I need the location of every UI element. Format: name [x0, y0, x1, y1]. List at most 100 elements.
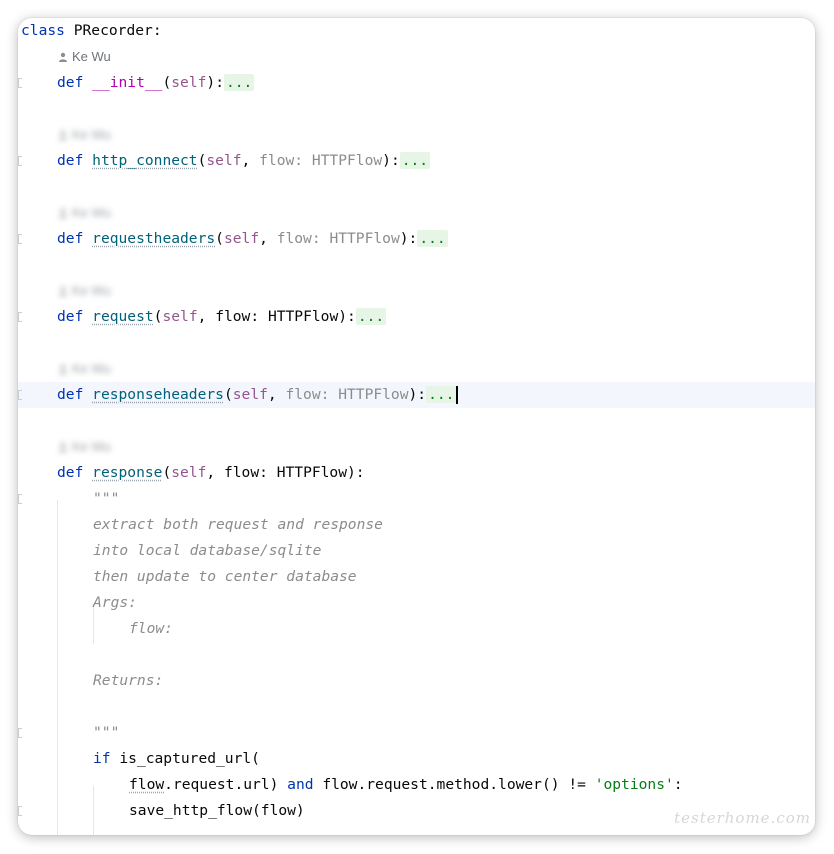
folded-region[interactable]: ... [223, 74, 255, 91]
punct: , [267, 386, 286, 403]
docstring-returns[interactable]: Returns: [93, 672, 164, 689]
watermark: testerhome.com [674, 809, 811, 827]
punct: ): [408, 386, 427, 403]
punct: ): [338, 308, 356, 325]
author-name: Ke Wu [72, 205, 111, 220]
docstring-line[interactable]: into local database/sqlite [93, 542, 322, 559]
code-line-def-response[interactable]: def response(self, flow: HTTPFlow): [18, 460, 815, 486]
docstring-close[interactable]: """ [93, 724, 120, 741]
indent-guide [57, 500, 58, 835]
author-name: Ke Wu [72, 361, 111, 376]
person-icon [59, 286, 67, 296]
keyword: def [57, 230, 84, 247]
method-name: responseheaders [92, 386, 224, 403]
code-editor[interactable]: class PRecorder: Ke Wu def __init__(self… [18, 18, 815, 835]
punct: ( [223, 386, 233, 403]
param-type: HTTPFlow [338, 386, 409, 403]
code-line-class[interactable]: class PRecorder: [18, 18, 815, 44]
code-line-call[interactable]: save_http_flow(flow) [129, 802, 305, 819]
docstring-flow[interactable]: flow: [129, 620, 173, 637]
param-name: flow [223, 464, 260, 481]
fold-marker[interactable] [18, 156, 22, 166]
fold-marker[interactable] [18, 78, 22, 88]
identifier: flow [129, 776, 165, 793]
punct: : [673, 776, 683, 793]
class-name: PRecorder [73, 22, 153, 39]
fold-marker[interactable] [18, 234, 22, 244]
keyword: if [93, 750, 111, 767]
self-param: self [232, 386, 268, 403]
method-name: requestheaders [92, 230, 216, 247]
person-icon [59, 208, 67, 218]
fold-marker[interactable] [18, 494, 22, 504]
param-name: flow [259, 152, 295, 169]
punct: ( [153, 308, 163, 325]
author-hint[interactable]: Ke Wu [58, 44, 111, 70]
person-icon [59, 52, 67, 62]
docstring-args[interactable]: Args: [93, 594, 137, 611]
docstring-line[interactable]: then update to center database [93, 568, 357, 585]
string-literal: 'options' [594, 776, 674, 793]
keyword: class [21, 22, 65, 39]
code-line-condition[interactable]: flow.request.url) and flow.request.metho… [18, 772, 815, 798]
punct: : [311, 230, 330, 247]
param-name: flow [215, 308, 251, 325]
self-param: self [206, 152, 242, 169]
method-name: http_connect [92, 152, 198, 169]
punct: ( [197, 152, 207, 169]
fold-marker[interactable] [18, 312, 22, 322]
punct: ( [215, 230, 224, 247]
author-hint[interactable]: Ke Wu [58, 122, 111, 148]
method-name: request [92, 308, 154, 325]
keyword: def [57, 386, 84, 403]
method-name: __init__ [92, 74, 163, 91]
person-icon [59, 364, 67, 374]
punct: ): [382, 152, 400, 169]
punct: : [294, 152, 312, 169]
punct: ( [162, 74, 172, 91]
fold-marker[interactable] [18, 728, 22, 738]
folded-region[interactable]: ... [355, 308, 387, 325]
code-line-def-responseheaders[interactable]: def responseheaders(self, flow: HTTPFlow… [18, 382, 815, 408]
author-hint[interactable]: Ke Wu [58, 356, 111, 382]
punct: , [241, 152, 260, 169]
code-text: .request.url) [164, 776, 288, 793]
punct: : [250, 308, 268, 325]
param-type: HTTPFlow [276, 464, 348, 481]
keyword: def [57, 152, 84, 169]
fold-marker[interactable] [18, 390, 22, 400]
docstring-line[interactable]: extract both request and response [93, 516, 383, 533]
param-name: flow [285, 386, 321, 403]
author-name: Ke Wu [72, 127, 111, 142]
text-caret [456, 386, 459, 404]
indent-guide [93, 786, 94, 835]
author-hint[interactable]: Ke Wu [58, 278, 111, 304]
fold-marker[interactable] [18, 806, 22, 816]
folded-region[interactable]: ... [417, 230, 448, 247]
keyword: def [57, 464, 84, 481]
punct: , [206, 464, 224, 481]
code-line-if[interactable]: if is_captured_url( [18, 746, 815, 772]
author-hint[interactable]: Ke Wu [58, 200, 111, 226]
function-call: is_captured_url( [119, 750, 260, 767]
code-line-def-requestheaders[interactable]: def requestheaders(self, flow: HTTPFlow)… [18, 226, 815, 252]
self-param: self [171, 74, 207, 91]
folded-region[interactable]: ... [399, 152, 431, 169]
code-line-def-init[interactable]: def __init__(self):... [18, 70, 815, 96]
param-type: HTTPFlow [329, 230, 400, 247]
punct: ): [206, 74, 224, 91]
author-hint[interactable]: Ke Wu [58, 434, 111, 460]
punct: ): [347, 464, 365, 481]
self-param: self [162, 308, 198, 325]
keyword: def [57, 74, 84, 91]
punct: , [259, 230, 277, 247]
punct: : [152, 22, 162, 39]
docstring-open[interactable]: """ [93, 490, 120, 507]
code-line-def-http-connect[interactable]: def http_connect(self, flow: HTTPFlow):.… [18, 148, 815, 174]
author-name: Ke Wu [72, 49, 111, 64]
self-param: self [171, 464, 207, 481]
punct: : [259, 464, 277, 481]
code-line-def-request[interactable]: def request(self, flow: HTTPFlow):... [18, 304, 815, 330]
folded-region[interactable]: ... [426, 386, 457, 403]
person-icon [59, 130, 67, 140]
